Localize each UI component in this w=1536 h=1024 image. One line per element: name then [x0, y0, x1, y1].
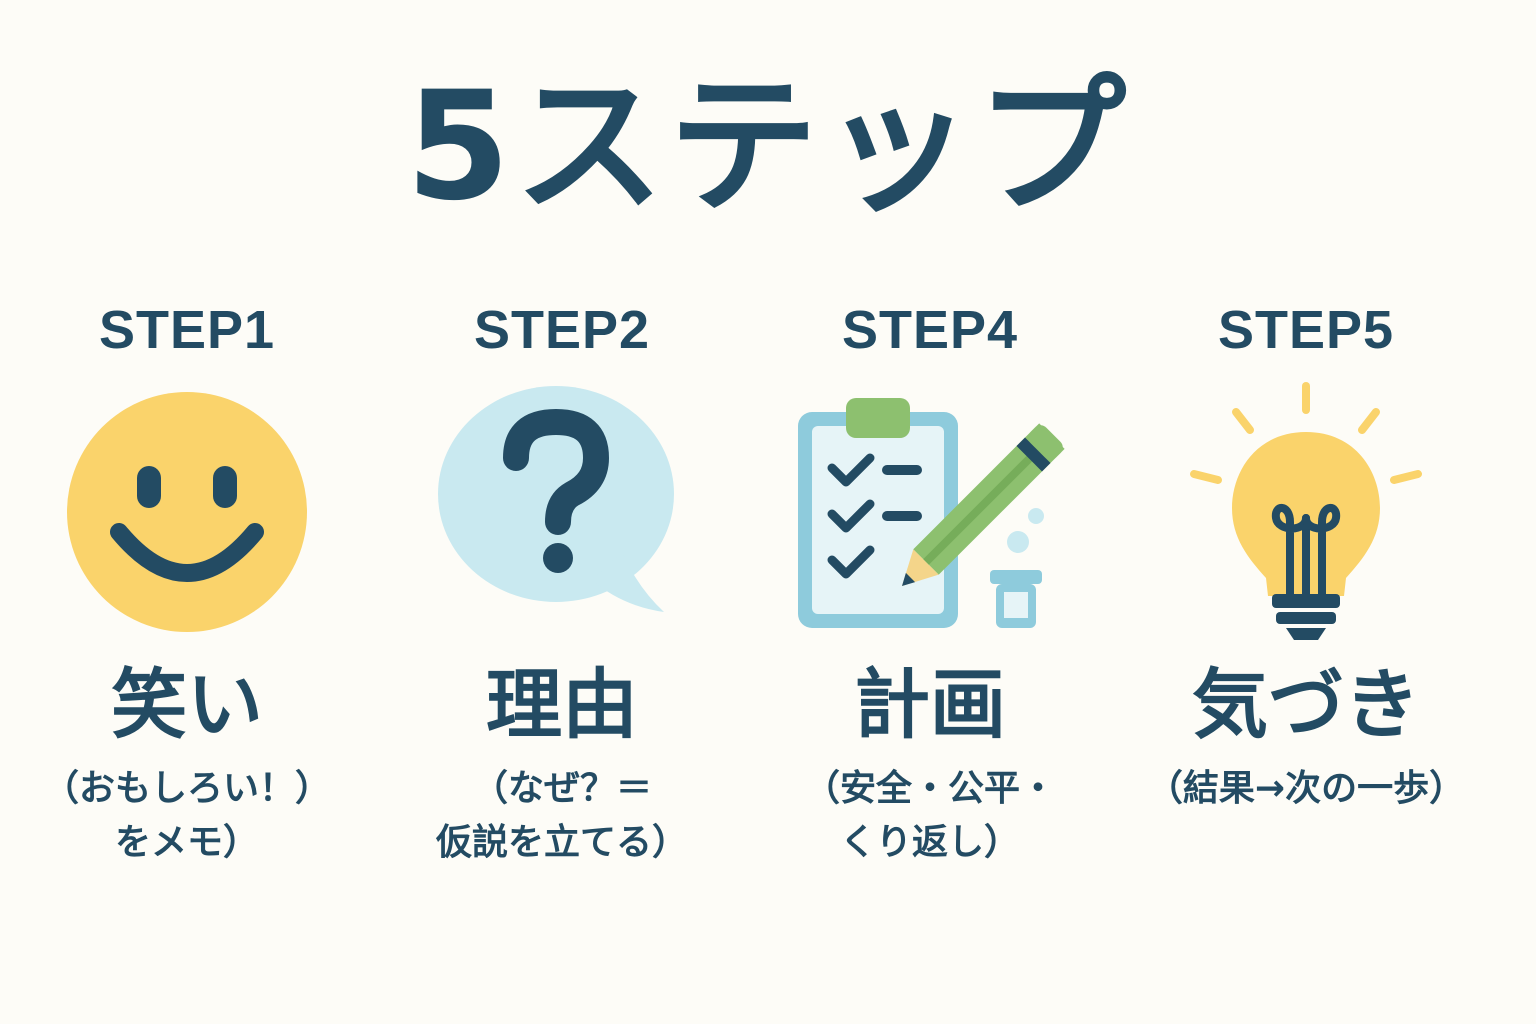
step-card-1: STEP1 笑い （おもしろい！） をメモ） — [0, 296, 377, 896]
step-name: 計画 — [854, 660, 1006, 749]
lightbulb-icon — [1190, 382, 1422, 640]
step-label: STEP4 — [841, 300, 1019, 360]
step-name: 気づき — [1192, 660, 1420, 749]
step-label: STEP5 — [1217, 300, 1395, 360]
step-description: （なぜ？＝ 仮説を立てる） — [435, 768, 688, 863]
page-title: 5ステップ — [405, 60, 1131, 234]
step-card-5: STEP5 気づき （結果→次の一歩） — [1116, 296, 1496, 896]
step-card-2: STEP2 理由 （なぜ？＝ 仮説を立てる） — [372, 296, 752, 896]
step-card-4: STEP4 — [740, 296, 1120, 896]
step-label: STEP2 — [473, 300, 651, 360]
step-description: （おもしろい！） をメモ） — [42, 768, 331, 863]
step-name: 笑い — [111, 660, 263, 749]
clipboard-pencil-icon — [798, 398, 1065, 628]
smiley-face-icon — [67, 392, 307, 632]
question-bubble-icon — [438, 386, 674, 612]
step-description: （安全・公平・ くり返し） — [803, 768, 1056, 863]
step-description: （結果→次の一歩） — [1146, 768, 1466, 809]
step-label: STEP1 — [98, 300, 276, 360]
step-name: 理由 — [486, 660, 638, 749]
